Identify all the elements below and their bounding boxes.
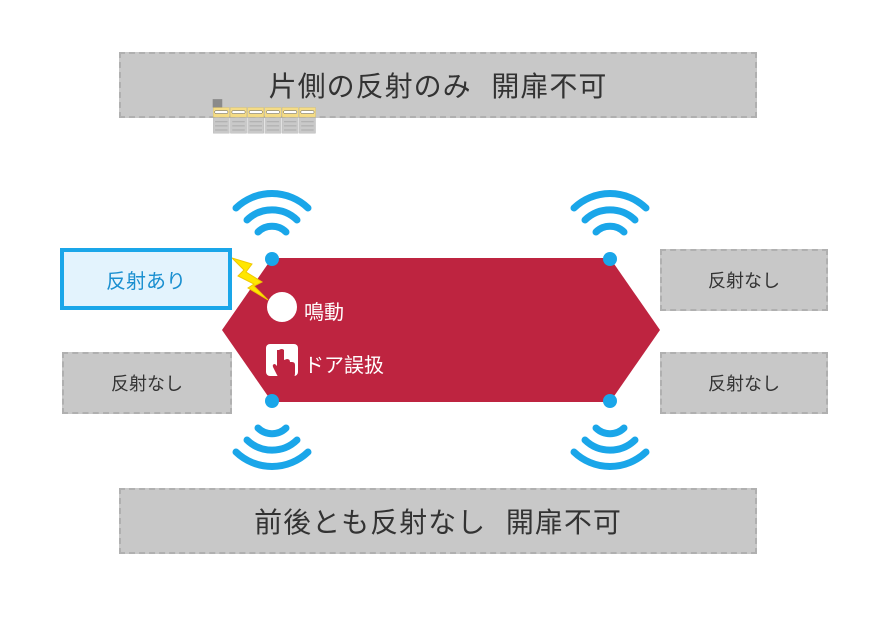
wifi-signal-icon [232,190,312,236]
top-banner: 片側の反射のみ 開扉不可 [119,52,757,118]
sensor-dot-top-right [603,252,617,266]
cabinet-diagram [212,99,316,134]
buzzer-label: 鳴動 [304,300,344,324]
cabinet-unit-body [299,117,316,134]
reflection-absent-box-right-bottom: 反射なし [660,352,828,414]
reflection-absent-label-right-bottom: 反射なし [708,374,780,395]
lightning-bolt-icon [231,257,269,301]
door-error-label: ドア誤扱 [304,353,384,377]
cabinet-slot [283,110,298,114]
sensor-dot-bottom-left [265,394,279,408]
hand-pointer-icon [266,344,298,379]
cabinet-slot [214,110,229,114]
reflection-present-box: 反射あり [60,248,232,310]
cabinet-unit-body [213,117,230,134]
sensor-dot-top-left [265,252,279,266]
bottom-banner-text: 前後とも反射なし 開扉不可 [254,506,622,539]
cabinet-unit-body [230,117,247,134]
buzzer-circle-icon [267,292,297,322]
wifi-signal-icon [232,424,312,470]
cabinet-back-panel [212,99,223,108]
reflection-absent-box-right-top: 反射なし [660,249,828,311]
cabinet-slot [266,110,280,114]
cabinet-slot [248,110,263,114]
reflection-present-label: 反射あり [106,268,186,293]
reflection-absent-box-left: 反射なし [62,352,232,414]
cabinet-units [213,107,316,134]
cabinet-unit-body [264,117,282,134]
reflection-absent-label-left: 反射なし [111,374,183,395]
reflection-absent-label-right-top: 反射なし [708,271,780,292]
cabinet-slot [231,110,246,114]
top-banner-text: 片側の反射のみ 開扉不可 [268,70,608,103]
wifi-signal-icon [570,190,650,236]
cabinet-unit-body [281,117,299,134]
sensor-dot-bottom-right [603,394,617,408]
wifi-signal-icon [570,424,650,470]
bottom-banner: 前後とも反射なし 開扉不可 [119,488,757,554]
cabinet-unit-body [247,117,264,134]
robot-body [222,258,660,402]
cabinet-slot [300,110,315,114]
